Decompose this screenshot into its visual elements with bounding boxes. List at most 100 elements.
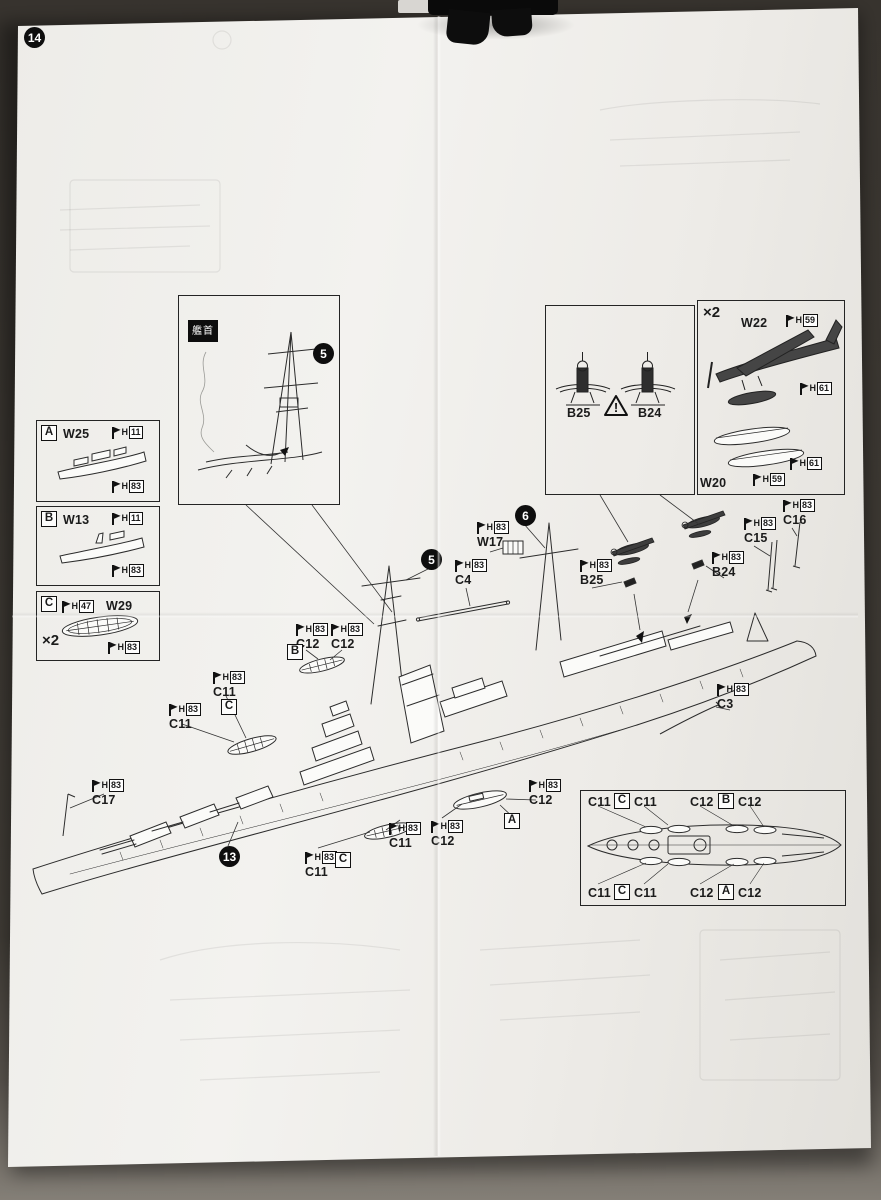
part-number-w13: W13	[63, 513, 90, 527]
plan-label: C11	[588, 795, 611, 809]
plan-label: C11	[588, 886, 611, 900]
flag-letter: H	[795, 315, 803, 325]
flag-letter: H	[117, 642, 125, 652]
flag-icon	[112, 512, 121, 525]
position-letter-c1: C	[221, 699, 237, 715]
deck-plan-box-frame	[580, 790, 846, 906]
clip-prong	[491, 7, 533, 38]
plan-label: C11	[634, 795, 657, 809]
flag-icon	[790, 457, 799, 470]
flag-number: 83	[108, 779, 124, 792]
plan-position-letter: B	[718, 793, 734, 809]
flag-letter: H	[398, 823, 406, 833]
flag-letter: H	[762, 474, 770, 484]
part-number: C11	[305, 865, 328, 879]
part-number: C16	[783, 513, 807, 527]
part-number-w22: W22	[741, 316, 768, 330]
flag-letter: H	[464, 560, 472, 570]
flag-number: 83	[124, 641, 140, 654]
flag-icon	[753, 473, 762, 486]
flag-number: 83	[760, 517, 776, 530]
flag-number: 83	[728, 551, 744, 564]
flag-letter: H	[792, 500, 800, 510]
flag-letter: H	[121, 481, 129, 491]
part-number: C12	[431, 834, 455, 848]
flag-letter: H	[121, 427, 129, 437]
ship-side-profile-drawing	[32, 522, 817, 895]
bow-mast-detail-drawing	[197, 331, 323, 479]
legend-box-c-frame	[36, 591, 160, 661]
flag-icon	[477, 521, 486, 534]
plan-label: C12	[738, 795, 762, 809]
flag-letter: H	[589, 560, 597, 570]
part-number: C11	[213, 685, 236, 699]
plan-label: C12	[738, 886, 762, 900]
flag-number: 61	[806, 457, 822, 470]
legend-box-b-frame	[36, 506, 160, 586]
flag-letter: H	[305, 624, 313, 634]
flag-icon	[712, 551, 721, 564]
quantity-multiplier: ×2	[703, 304, 721, 321]
position-letter-c2: C	[335, 852, 351, 868]
flag-icon	[389, 822, 398, 835]
warning-mark: !	[614, 400, 618, 415]
position-letter-b: B	[287, 644, 303, 660]
flag-icon	[529, 779, 538, 792]
deck-plan-view-drawing	[586, 805, 842, 885]
flag-number: 11	[128, 512, 144, 525]
arrowheads	[636, 614, 692, 643]
assembly-circle-13: 13	[219, 846, 240, 867]
runner-letter-b: B	[41, 511, 57, 527]
flag-icon	[108, 641, 117, 654]
flag-number: 83	[545, 779, 561, 792]
flag-number: 61	[816, 382, 832, 395]
flag-icon	[331, 623, 340, 636]
flag-number: 47	[78, 600, 94, 613]
part-sketches	[62, 521, 801, 840]
reverse-side-ghost-marks	[59, 30, 841, 1081]
aircraft-side-box-frame	[697, 300, 845, 495]
detail-arrowhead	[280, 447, 289, 456]
part-number: B24	[712, 565, 736, 579]
part-number: C17	[92, 793, 116, 807]
flag-number: 83	[128, 564, 144, 577]
flag-number: 83	[312, 623, 328, 636]
flag-icon	[783, 499, 792, 512]
flag-number: 83	[229, 671, 245, 684]
part-number: C3	[717, 697, 734, 711]
flag-number: 83	[799, 499, 815, 512]
flag-letter: H	[121, 565, 129, 575]
flag-letter: H	[753, 518, 761, 528]
legend-boat-drawings	[57, 446, 147, 637]
flag-icon	[786, 314, 795, 327]
flag-letter: H	[726, 684, 734, 694]
aircraft-front-view-drawing	[555, 352, 676, 406]
runner-letter-c: C	[41, 596, 57, 612]
aircraft-side-view-drawing	[707, 319, 843, 468]
